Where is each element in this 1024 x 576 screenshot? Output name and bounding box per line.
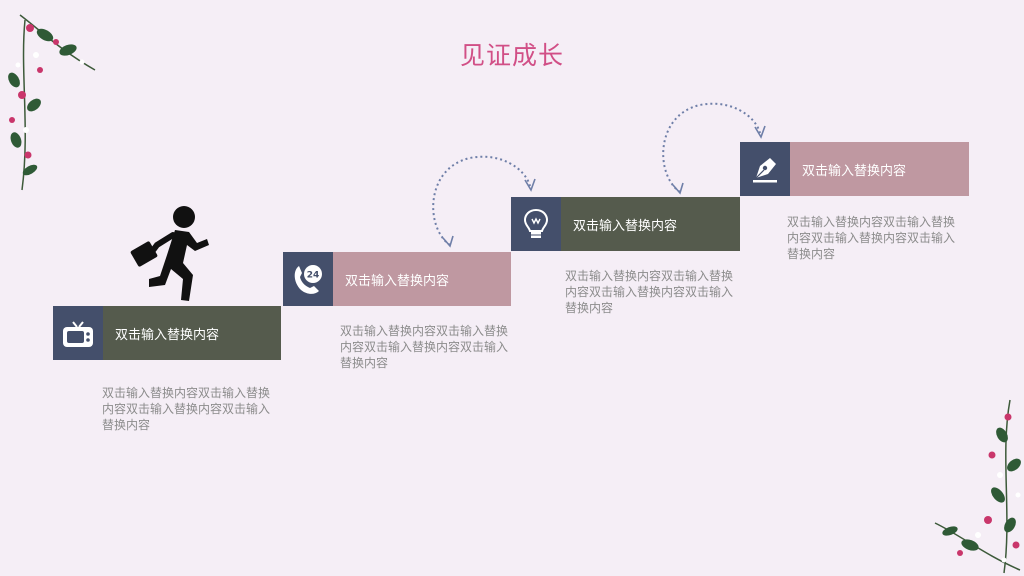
arrow-1 — [432, 155, 536, 248]
step-4-icon-box — [740, 142, 790, 196]
arrow-2 — [662, 102, 766, 195]
tv-icon — [63, 321, 93, 347]
step-3-icon-box — [511, 197, 561, 251]
phone-24-icon: 24 — [294, 265, 322, 294]
step-2[interactable]: 24 双击输入替换内容 — [283, 252, 511, 306]
floral-corner-top-left — [8, 14, 96, 191]
step-2-icon-box: 24 — [283, 252, 333, 306]
step-2-description: 双击输入替换内容双击输入替换内容双击输入替换内容双击输入替换内容 — [340, 324, 509, 370]
step-4[interactable]: 双击输入替换内容 — [740, 142, 969, 196]
step-2-label: 双击输入替换内容 — [333, 252, 511, 306]
step-1-icon-box — [53, 306, 103, 360]
step-3-label: 双击输入替换内容 — [561, 197, 740, 251]
step-1[interactable]: 双击输入替换内容 — [53, 306, 281, 360]
floral-corner-bottom-right — [934, 399, 1021, 574]
step-3[interactable]: 双击输入替换内容 — [511, 197, 740, 251]
running-man-icon — [130, 206, 209, 301]
step-1-label: 双击输入替换内容 — [103, 306, 281, 360]
step-4-description: 双击输入替换内容双击输入替换内容双击输入替换内容双击输入替换内容 — [787, 215, 956, 261]
lightbulb-icon — [523, 208, 549, 238]
phone-24-badge: 24 — [307, 271, 320, 281]
pen-icon — [753, 158, 777, 183]
step-4-label: 双击输入替换内容 — [790, 142, 969, 196]
page-title: 见证成长 — [459, 41, 564, 70]
step-3-description: 双击输入替换内容双击输入替换内容双击输入替换内容双击输入替换内容 — [565, 269, 734, 315]
step-1-description: 双击输入替换内容双击输入替换内容双击输入替换内容双击输入替换内容 — [102, 386, 271, 432]
